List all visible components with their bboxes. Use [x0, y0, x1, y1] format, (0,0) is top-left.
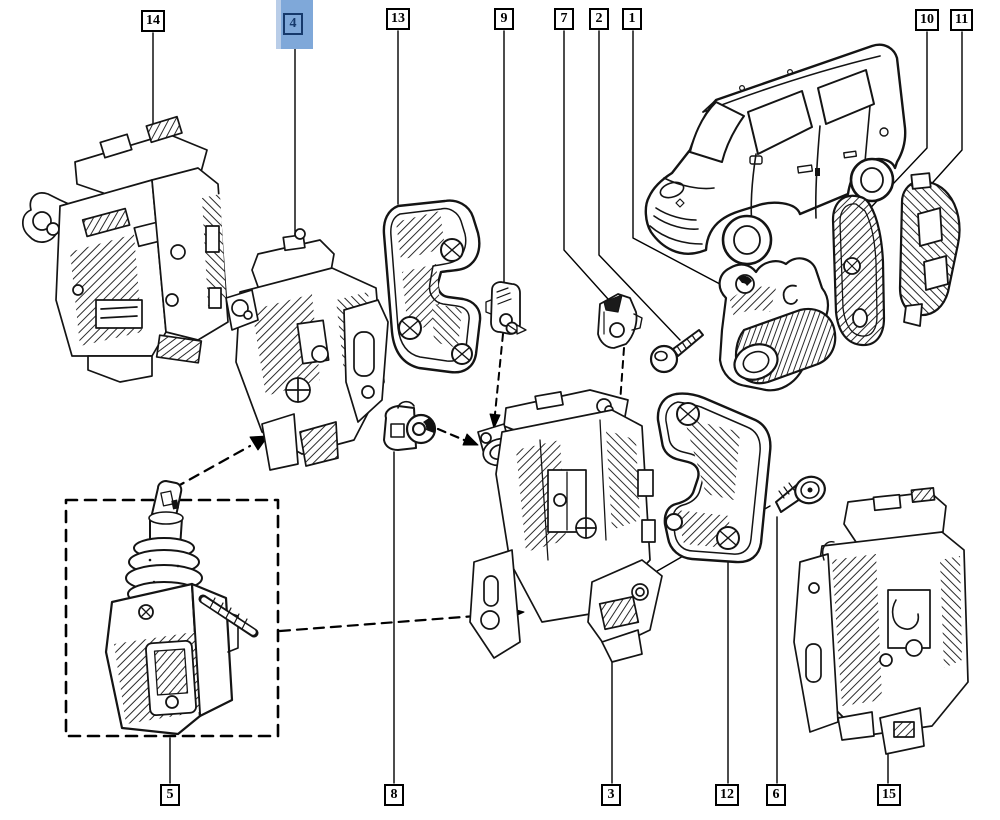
callout-5[interactable]: 5 [160, 784, 180, 806]
callout-8[interactable]: 8 [384, 784, 404, 806]
part-10-seal-plate [831, 194, 886, 347]
callout-9[interactable]: 9 [494, 8, 514, 30]
callout-2[interactable]: 2 [589, 8, 609, 30]
callout-3[interactable]: 3 [601, 784, 621, 806]
leader-lines [152, 30, 963, 784]
callout-10[interactable]: 10 [915, 9, 939, 31]
part-2-screw [649, 329, 704, 374]
part-4-lock-assembly [225, 228, 389, 471]
callout-6[interactable]: 6 [766, 784, 786, 806]
callout-14[interactable]: 14 [141, 10, 165, 32]
callout-15[interactable]: 15 [877, 784, 901, 806]
part-5-actuator [104, 480, 259, 736]
callout-1[interactable]: 1 [622, 8, 642, 30]
part-8-clevis-clip [383, 400, 437, 451]
part-3-lock-assembly [469, 389, 663, 663]
part-11-bracket [898, 172, 961, 327]
vehicle-illustration [644, 43, 907, 266]
callout-4[interactable]: 4 [283, 13, 303, 35]
callout-4-highlight [276, 0, 313, 49]
part-1-lock-cylinder-bracket [718, 257, 837, 392]
callout-7[interactable]: 7 [554, 8, 574, 30]
callout-11[interactable]: 11 [950, 9, 974, 31]
part-6-screw [775, 475, 826, 513]
callout-13[interactable]: 13 [386, 8, 410, 30]
part-12-gasket [656, 392, 772, 564]
part-14-lock-assembly [22, 115, 229, 383]
part-15-lock-assembly [793, 487, 969, 755]
part-9-striker [485, 281, 527, 335]
callout-12[interactable]: 12 [715, 784, 739, 806]
part-7-clip [597, 293, 643, 349]
part-13-gasket [382, 199, 482, 374]
